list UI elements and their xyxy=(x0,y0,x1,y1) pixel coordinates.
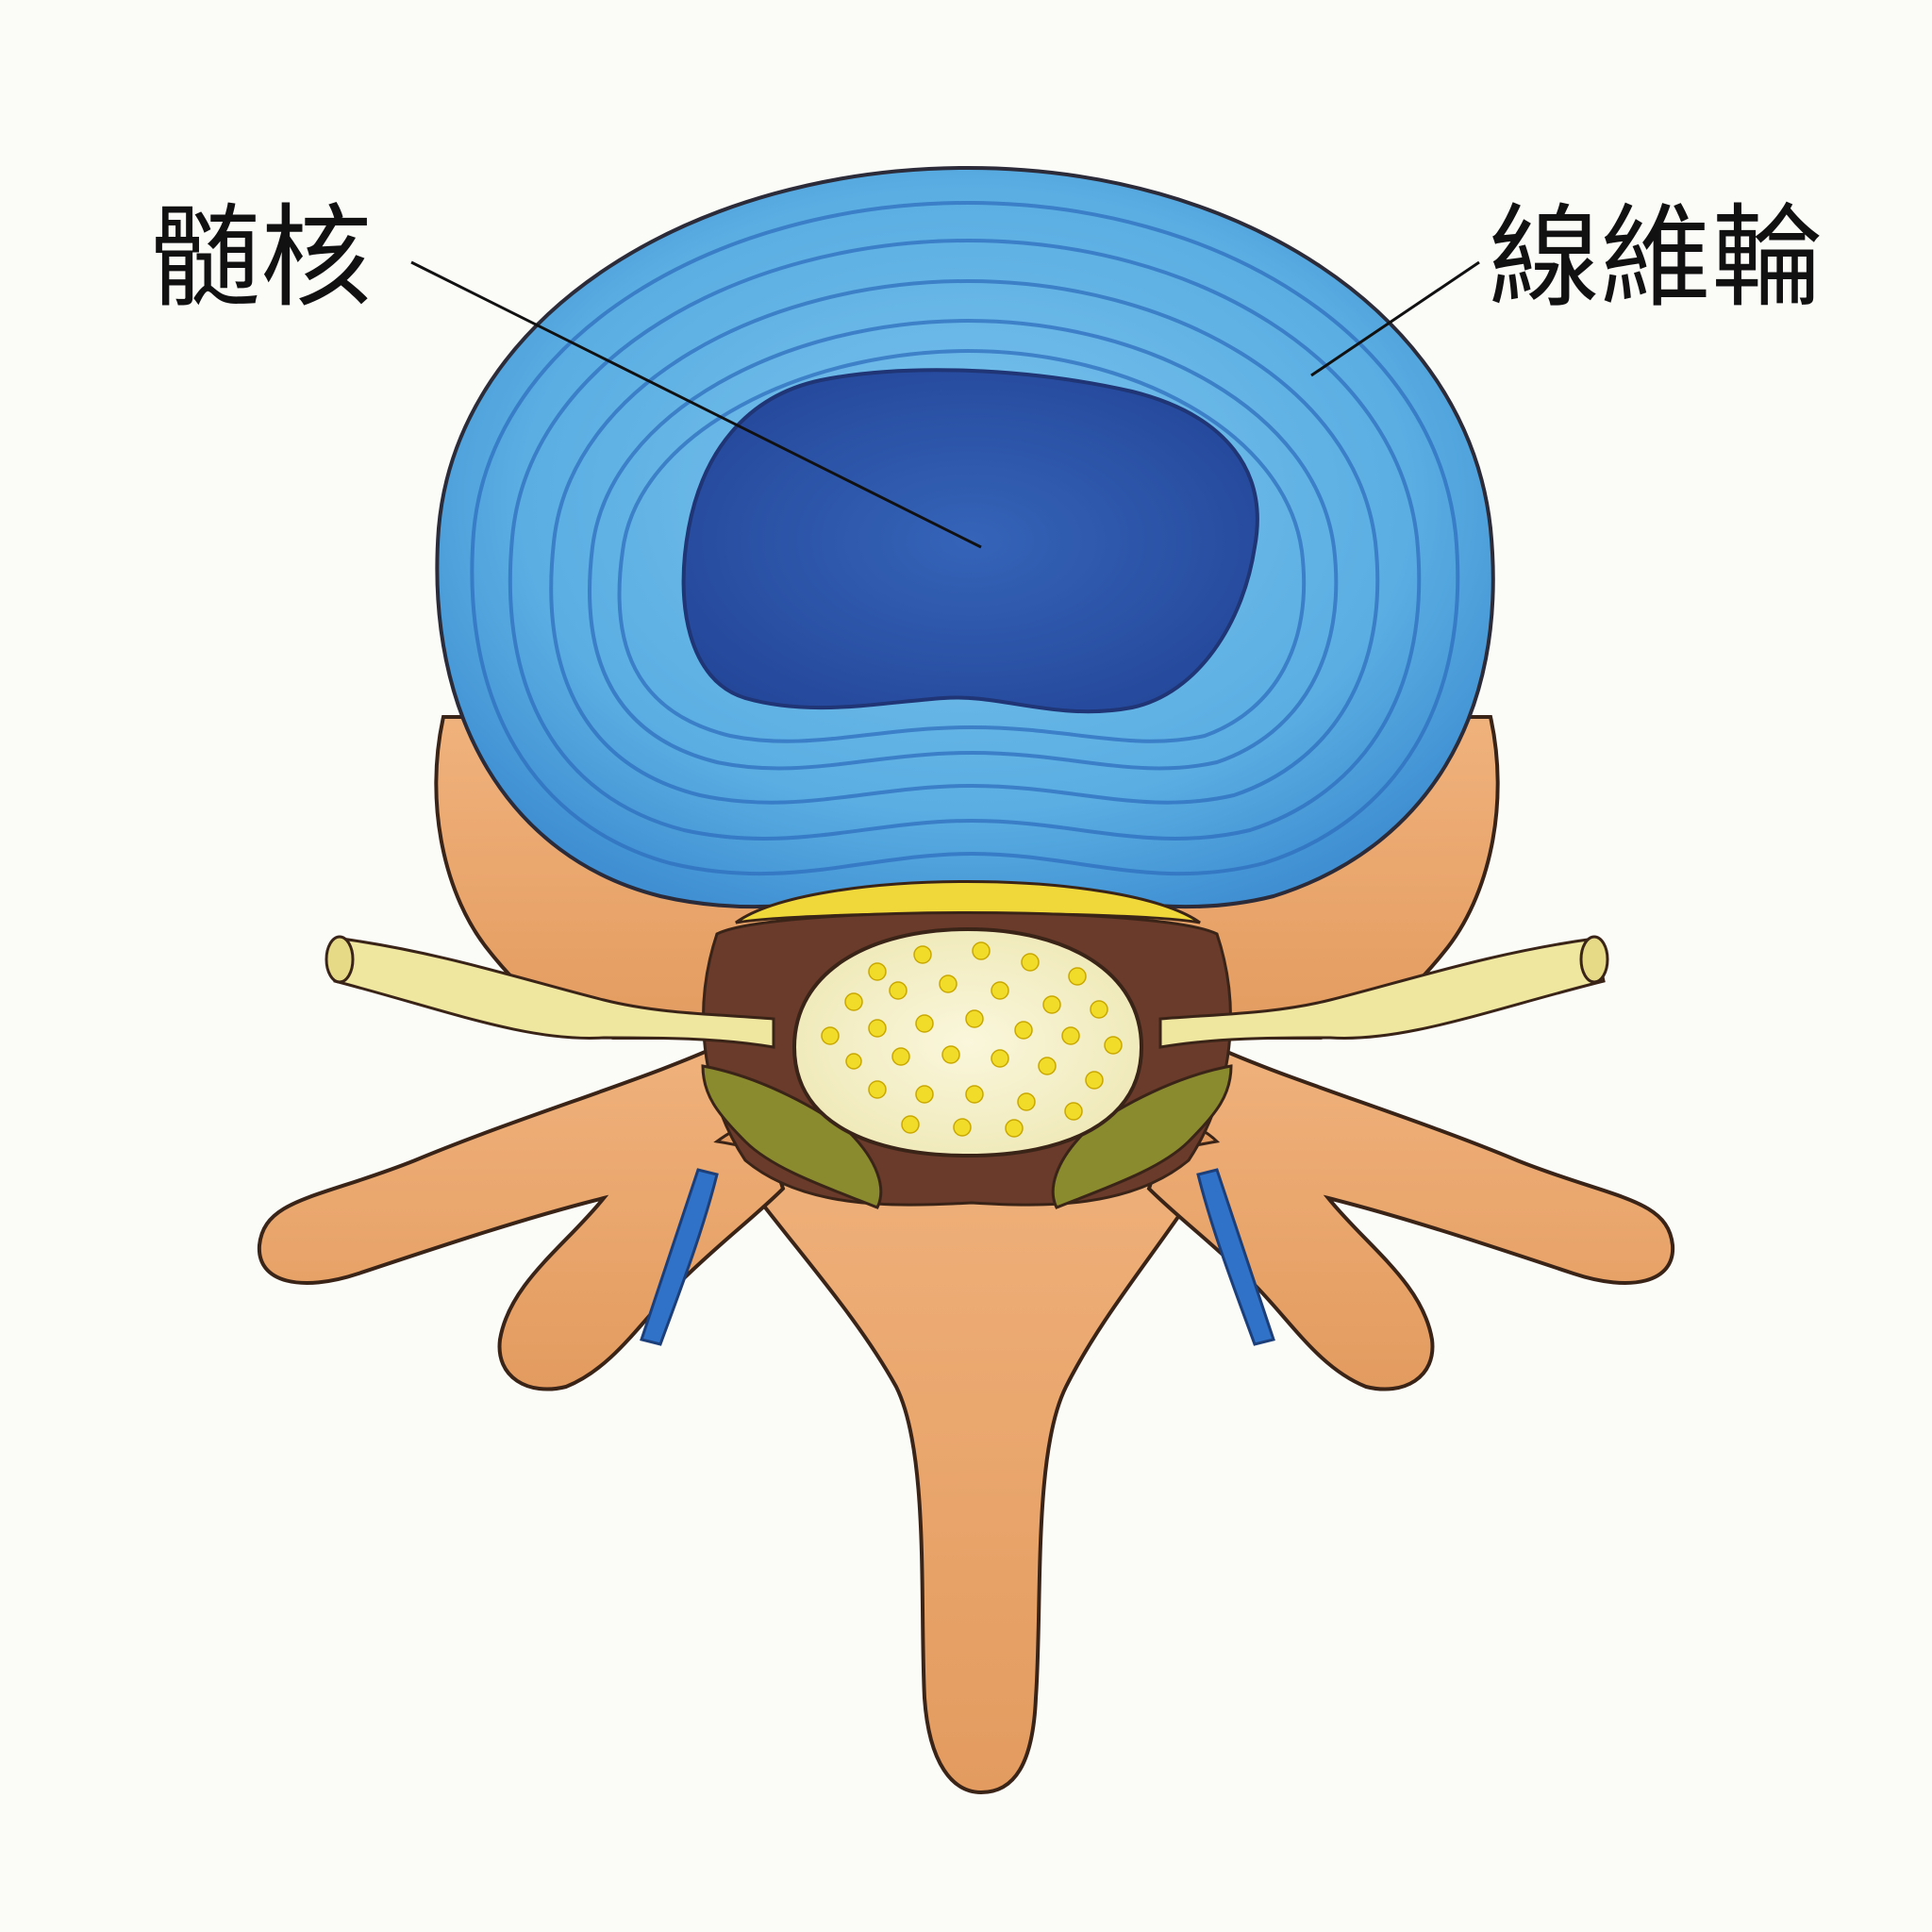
right-ligamentum-flavum xyxy=(1051,1064,1233,1209)
nucleus-pulposus-label: 髄核 xyxy=(149,192,373,323)
nucleus-leader-line xyxy=(410,260,982,549)
annulus-lamellae xyxy=(470,200,1460,876)
right-nerve-root xyxy=(1158,937,1606,1049)
right-nerve-root-end xyxy=(1579,935,1609,984)
dural-sac xyxy=(791,926,1144,1158)
left-facet-cartilage xyxy=(640,1168,719,1346)
left-nerve-root xyxy=(333,937,775,1049)
right-facet-cartilage xyxy=(1196,1168,1275,1346)
nerve-fibers xyxy=(821,941,1123,1138)
left-transverse-process xyxy=(257,1035,786,1391)
annulus-leader-line xyxy=(1310,260,1480,377)
left-ligamentum-flavum xyxy=(701,1064,883,1209)
spinal-cord xyxy=(791,926,1144,1158)
annulus-fibrosus-label: 線維輪 xyxy=(1489,192,1824,323)
right-transverse-process xyxy=(1146,1035,1675,1391)
left-nerve-root-end xyxy=(325,935,355,984)
